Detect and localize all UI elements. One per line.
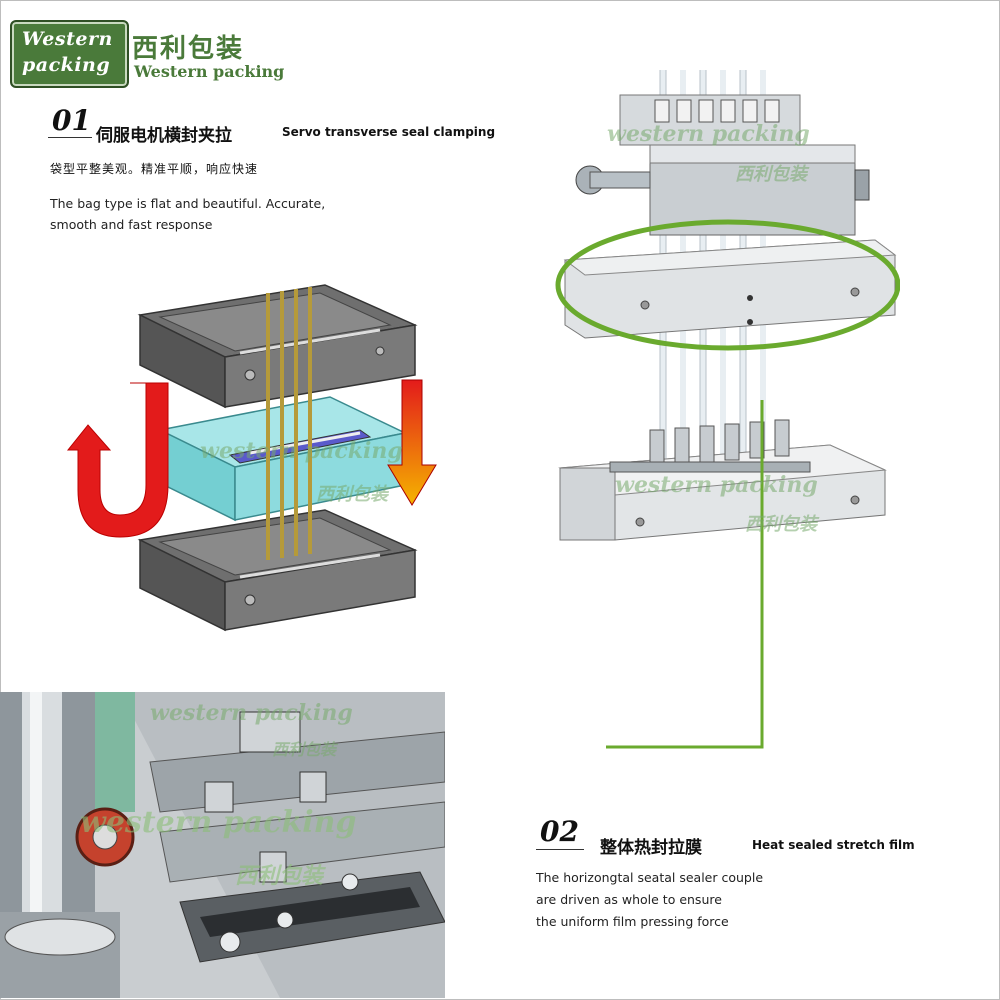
bottom-frame [137, 509, 418, 632]
section2-number-underline [536, 849, 584, 850]
seal-bar [563, 239, 897, 339]
section2-title-cn: 整体热封拉膜 [600, 838, 702, 858]
brand-logo: Western packing [10, 20, 129, 88]
logo-line1: Western [22, 28, 113, 50]
section2-desc-line3: the uniform film pressing force [536, 914, 729, 929]
machine-photo [0, 692, 445, 998]
watermark-en-5: western packing [80, 805, 357, 840]
section2-desc-line2: are driven as whole to ensure [536, 892, 722, 907]
watermark-en-4: western packing [150, 700, 353, 726]
watermark-cn-3: 西利包装 [745, 514, 817, 535]
watermark-cn-1: 西利包装 [316, 484, 388, 505]
section1-desc-en-line1: The bag type is flat and beautiful. Accu… [50, 196, 326, 211]
watermark-cn-4: 西利包装 [272, 740, 337, 759]
brand-name-en: Western packing [134, 62, 285, 81]
top-frame [137, 284, 418, 409]
highlight-ellipse [555, 219, 900, 351]
watermark-en-1: western packing [200, 438, 403, 464]
watermark-en-3: western packing [615, 472, 818, 498]
lower-sealer [558, 419, 887, 541]
upper-sealer [575, 94, 870, 236]
section1-number-underline [48, 137, 92, 138]
section1-desc-en-line2: smooth and fast response [50, 217, 213, 232]
brand-name-cn: 西利包装 [132, 34, 245, 64]
section1-title-cn: 伺服电机横封夹拉 [96, 126, 232, 146]
watermark-cn-2: 西利包装 [735, 164, 807, 185]
section2-number: 02 [540, 815, 579, 848]
section1-title-en: Servo transverse seal clamping [282, 125, 496, 139]
section2-desc-line1: The horizongtal seatal sealer couple [536, 870, 764, 885]
section1-number: 01 [52, 104, 91, 137]
section2-title-en: Heat sealed stretch film [752, 838, 915, 852]
clamp-diagram [66, 284, 437, 632]
logo-line2: packing [22, 54, 111, 76]
section1-desc-cn: 袋型平整美观。精准平顺，响应快速 [50, 162, 259, 176]
watermark-cn-5: 西利包装 [235, 863, 324, 889]
watermark-en-2: western packing [607, 121, 810, 147]
down-arrow [387, 379, 437, 506]
guide-rods [266, 287, 312, 560]
callout-connector [606, 400, 764, 749]
up-curved-arrow [66, 382, 169, 538]
